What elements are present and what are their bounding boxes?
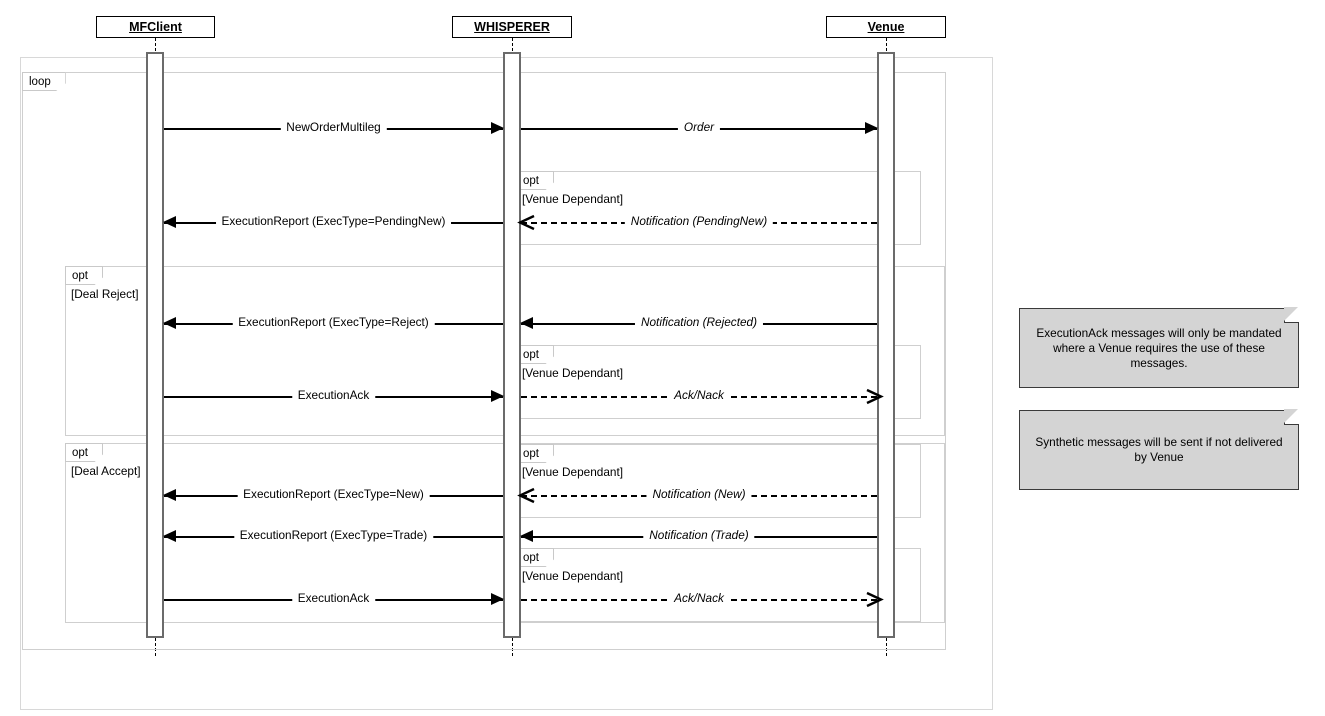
note-executionack-text: ExecutionAck messages will only be manda… [1036,325,1282,370]
note-executionack: ExecutionAck messages will only be manda… [1019,307,1299,388]
fragment-opt-acknack-1-operator-tab: opt [516,345,554,364]
fragment-opt-pendingnew: opt [Venue Dependant] [516,171,921,245]
note-synthetic: Synthetic messages will be sent if not d… [1019,409,1299,490]
participant-mfclient[interactable]: MFClient [96,16,215,38]
arrowhead-open-right [866,591,884,608]
fragment-opt-acknack-2-operator-tab: opt [516,548,554,567]
arrowhead-filled-left [163,216,176,228]
activation-venue [877,52,895,638]
message-label: ExecutionReport (ExecType=Reject) [232,314,435,330]
message-label: NewOrderMultileg [280,119,387,135]
fragment-opt-new-operator-tab: opt [516,444,554,463]
arrowhead-filled-right [491,390,504,402]
participant-whisperer[interactable]: WHISPERER [452,16,572,38]
arrowhead-filled-right [491,593,504,605]
arrowhead-filled-left [520,530,533,542]
fragment-opt-pendingnew-operator-tab: opt [516,171,554,190]
message-label: ExecutionReport (ExecType=Trade) [233,527,434,543]
participant-mfclient-label: MFClient [129,20,182,34]
fragment-opt-new-guard: [Venue Dependant] [522,465,624,479]
message-label: ExecutionAck [291,387,376,403]
participant-whisperer-label: WHISPERER [474,20,550,34]
arrowhead-open-left [517,214,535,231]
arrowhead-filled-left [163,530,176,542]
message-label: Notification (Trade) [643,527,755,543]
arrowhead-filled-left [163,317,176,329]
arrowhead-filled-left [520,317,533,329]
fragment-loop: loop [22,72,946,650]
activation-mfclient [146,52,164,638]
message-label: Order [677,119,721,135]
arrowhead-filled-left [163,489,176,501]
message-label: Ack/Nack [668,590,730,606]
fragment-opt-acknack-2: opt [Venue Dependant] [516,548,921,622]
fragment-opt-acknack-1-guard: [Venue Dependant] [522,366,624,380]
message-label: Notification (Rejected) [634,314,764,330]
message-label: Ack/Nack [668,387,730,403]
participant-venue-label: Venue [867,20,905,34]
fragment-opt-deal-accept-guard: [Deal Accept] [71,464,141,478]
message-label: ExecutionReport (ExecType=PendingNew) [215,213,452,229]
activation-whisperer [503,52,521,638]
message-label: Notification (PendingNew) [624,213,774,229]
arrowhead-filled-right [865,122,878,134]
message-label: Notification (New) [646,486,752,502]
fragment-opt-pendingnew-guard: [Venue Dependant] [522,192,624,206]
note-synthetic-text: Synthetic messages will be sent if not d… [1035,435,1283,464]
message-label: ExecutionAck [291,590,376,606]
fragment-opt-deal-reject-guard: [Deal Reject] [71,287,139,301]
fragment-opt-deal-accept-operator-tab: opt [65,443,103,462]
note-fold-corner [1284,307,1299,323]
fragment-opt-new: opt [Venue Dependant] [516,444,921,518]
arrowhead-open-left [517,487,535,504]
participant-venue[interactable]: Venue [826,16,946,38]
fragment-opt-acknack-2-guard: [Venue Dependant] [522,569,624,583]
message-label: ExecutionReport (ExecType=New) [237,486,430,502]
fragment-loop-operator-tab: loop [22,72,66,91]
fragment-opt-deal-reject-operator-tab: opt [65,266,103,285]
arrowhead-open-right [866,388,884,405]
arrowhead-filled-right [491,122,504,134]
note-fold-corner [1284,409,1299,425]
fragment-opt-acknack-1: opt [Venue Dependant] [516,345,921,419]
